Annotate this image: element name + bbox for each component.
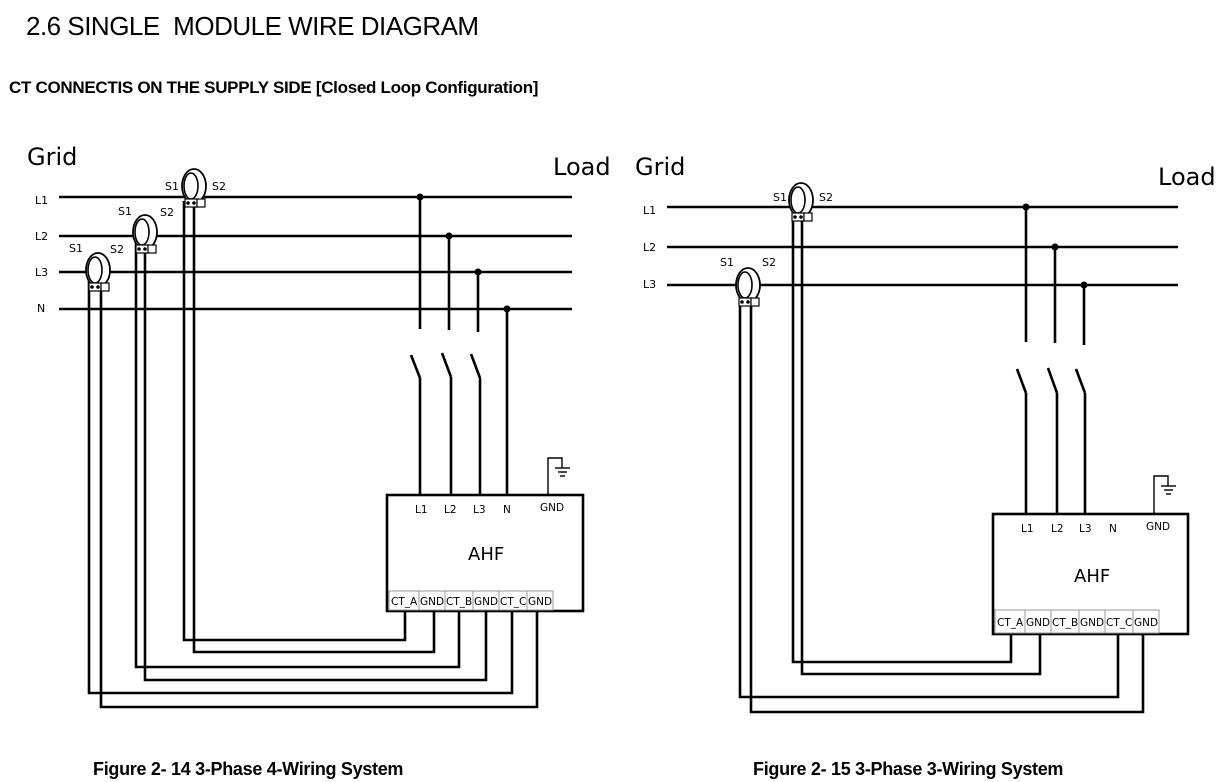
svg-text:S2: S2 bbox=[762, 256, 776, 269]
line-label-n: N bbox=[37, 302, 45, 315]
terminal-ct-c: CT_C bbox=[1106, 617, 1132, 629]
figure-3phase-3wire: Grid Load L1 L2 L3 L1 bbox=[635, 153, 1216, 714]
terminal-l1: L1 bbox=[415, 504, 428, 516]
terminal-gnd: GND bbox=[540, 502, 564, 514]
svg-text:S1: S1 bbox=[165, 180, 179, 193]
grid-label: Grid bbox=[635, 153, 685, 181]
terminal-gnd-c: GND bbox=[1134, 617, 1158, 629]
ct-wire-l3-s2 bbox=[749, 290, 1145, 714]
switch-icon bbox=[1015, 367, 1087, 514]
current-transformer-l3: S1 S2 bbox=[69, 242, 124, 292]
figure-caption-2-14: Figure 2- 14 3-Phase 4-Wiring System bbox=[93, 759, 404, 779]
terminal-gnd-a: GND bbox=[1026, 617, 1050, 629]
ahf-label: AHF bbox=[468, 544, 504, 565]
terminal-l1: L1 bbox=[1021, 523, 1034, 535]
ct-wire-l3-s2 bbox=[99, 277, 539, 709]
terminal-gnd-a: GND bbox=[420, 596, 444, 608]
ahf-module: L1 L2 L3 N GND AHF CT_A GND CT_B GND CT_… bbox=[991, 512, 1190, 636]
ct-wire-l2-s1 bbox=[134, 240, 461, 669]
terminal-ct-a: CT_A bbox=[391, 596, 418, 608]
svg-text:S1: S1 bbox=[118, 205, 132, 218]
line-label-l3: L3 bbox=[35, 266, 48, 279]
svg-text:S2: S2 bbox=[212, 180, 226, 193]
terminal-n: N bbox=[1109, 523, 1117, 535]
line-label-l1: L1 bbox=[35, 194, 48, 207]
current-transformer-l2: S1 S2 bbox=[118, 205, 174, 254]
ct-wire-l1-s2 bbox=[192, 201, 436, 654]
terminal-ct-b: CT_B bbox=[1052, 617, 1078, 629]
current-transformer-l1: S1 S2 bbox=[773, 182, 833, 222]
load-label: Load bbox=[553, 153, 611, 181]
ct-wire-l1-s1 bbox=[182, 201, 407, 642]
svg-text:S1: S1 bbox=[69, 242, 83, 255]
terminal-l2: L2 bbox=[444, 504, 457, 516]
ct-wire-l1-s2 bbox=[800, 211, 1042, 676]
svg-text:S2: S2 bbox=[110, 243, 124, 256]
current-transformer-l3: S1 S2 bbox=[720, 256, 776, 307]
svg-text:S2: S2 bbox=[160, 206, 174, 219]
line-label-l2: L2 bbox=[35, 230, 48, 243]
figure-3phase-4wire: Grid Load L1 L2 L3 N bbox=[27, 143, 611, 709]
terminal-gnd: GND bbox=[1146, 521, 1170, 533]
ct-wire-l3-s1 bbox=[87, 277, 514, 695]
terminal-gnd-b: GND bbox=[474, 596, 498, 608]
terminal-n: N bbox=[503, 504, 511, 516]
figure-caption-2-15: Figure 2- 15 3-Phase 3-Wiring System bbox=[753, 759, 1064, 779]
ground-icon bbox=[547, 457, 570, 495]
svg-text:S1: S1 bbox=[720, 256, 734, 269]
svg-text:S1: S1 bbox=[773, 191, 787, 204]
section-title: 2.6 SINGLE MODULE WIRE DIAGRAM bbox=[26, 11, 479, 41]
svg-text:S2: S2 bbox=[819, 191, 833, 204]
ahf-label: AHF bbox=[1074, 566, 1110, 587]
grid-label: Grid bbox=[27, 143, 77, 171]
sub-title: CT CONNECTIS ON THE SUPPLY SIDE [Closed … bbox=[9, 78, 539, 97]
terminal-l3: L3 bbox=[1079, 523, 1092, 535]
ct-wire-l1-s1 bbox=[791, 211, 1013, 664]
ct-wire-l2-s2 bbox=[143, 240, 488, 682]
terminal-ct-a: CT_A bbox=[997, 617, 1024, 629]
ct-wire-l3-s1 bbox=[738, 290, 1120, 699]
line-label-l2: L2 bbox=[643, 241, 656, 254]
switch-icon bbox=[409, 352, 482, 495]
current-transformer-l1: S1 S2 bbox=[165, 168, 226, 208]
terminal-l2: L2 bbox=[1051, 523, 1064, 535]
terminal-l3: L3 bbox=[473, 504, 486, 516]
terminal-ct-b: CT_B bbox=[446, 596, 472, 608]
terminal-gnd-b: GND bbox=[1080, 617, 1104, 629]
load-label: Load bbox=[1158, 163, 1216, 191]
terminal-ct-c: CT_C bbox=[500, 596, 526, 608]
line-label-l3: L3 bbox=[643, 278, 656, 291]
ahf-module: L1 L2 L3 N GND AHF CT_A GND CT_B GND CT_… bbox=[385, 493, 585, 613]
ground-icon bbox=[1153, 475, 1176, 514]
line-label-l1: L1 bbox=[643, 204, 656, 217]
terminal-gnd-c: GND bbox=[528, 596, 552, 608]
